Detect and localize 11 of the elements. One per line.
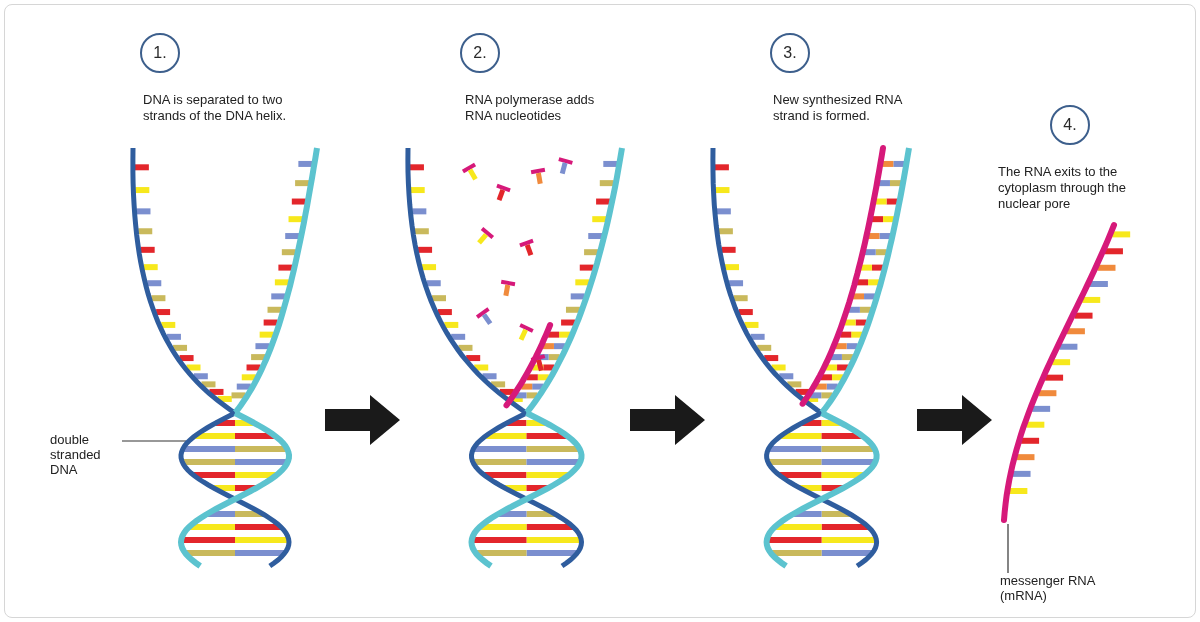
block-arrow: [917, 395, 992, 445]
block-arrow: [630, 395, 705, 445]
leader-line: [1007, 523, 1009, 574]
step-description: DNA is separated to two strands of the DNA helix.: [143, 92, 288, 124]
block-arrow: [325, 395, 400, 445]
callout-label: double stranded DNA: [50, 432, 122, 477]
step-description: New synthesized RNA strand is formed.: [773, 92, 904, 124]
step-description: RNA polymerase adds RNA nucleotides: [465, 92, 596, 124]
step-description: The RNA exits to the cytoplasm through the nuclear pore: [998, 164, 1126, 212]
leader-line: [121, 440, 187, 442]
callout-label: messenger RNA (mRNA): [1000, 573, 1110, 603]
